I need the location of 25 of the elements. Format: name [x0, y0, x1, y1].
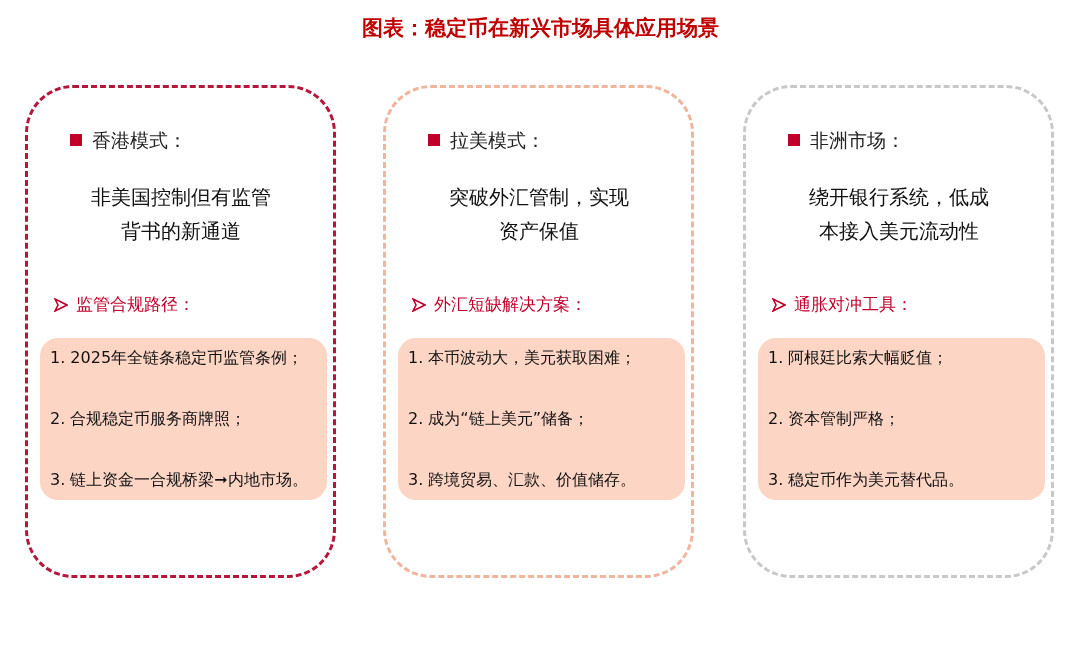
diagram-title: 图表：稳定币在新兴市场具体应用场景 [360, 14, 720, 42]
panel-subheading: 外汇短缺解决方案： [434, 293, 587, 316]
panel-summary: 绕开银行系统，低成本接入美元流动性 [808, 184, 990, 245]
panel-summary: 突破外汇管制，实现资产保值 [448, 184, 630, 245]
list-item: 3. 跨境贸易、汇款、价值储存。 [408, 469, 638, 491]
list-box [758, 338, 1045, 500]
list-box [40, 338, 327, 500]
panel-summary: 非美国控制但有监管背书的新通道 [90, 184, 272, 245]
list-item: 2. 合规稳定币服务商牌照； [50, 408, 248, 430]
panel-heading: 香港模式： [92, 128, 187, 153]
list-item: 1. 2025年全链条稳定币监管条例； [50, 347, 305, 369]
list-box [398, 338, 685, 500]
list-item: 3. 稳定币作为美元替代品。 [768, 469, 966, 491]
list-item: 1. 本币波动大，美元获取困难； [408, 347, 638, 369]
scenario-panel [383, 85, 694, 578]
list-item: 2. 成为“链上美元”储备； [408, 408, 590, 430]
list-item: 3. 链上资金一合规桥梁➞内地市场。 [50, 469, 309, 491]
panel-heading: 拉美模式： [450, 128, 545, 153]
panel-heading: 非洲市场： [810, 128, 905, 153]
panel-subheading: 监管合规路径： [76, 293, 195, 316]
list-item: 1. 阿根廷比索大幅贬值； [768, 347, 950, 369]
scenario-panel [25, 85, 336, 578]
list-item: 2. 资本管制严格； [768, 408, 902, 430]
panel-subheading: 通胀对冲工具： [794, 293, 913, 316]
scenario-panel [743, 85, 1054, 578]
